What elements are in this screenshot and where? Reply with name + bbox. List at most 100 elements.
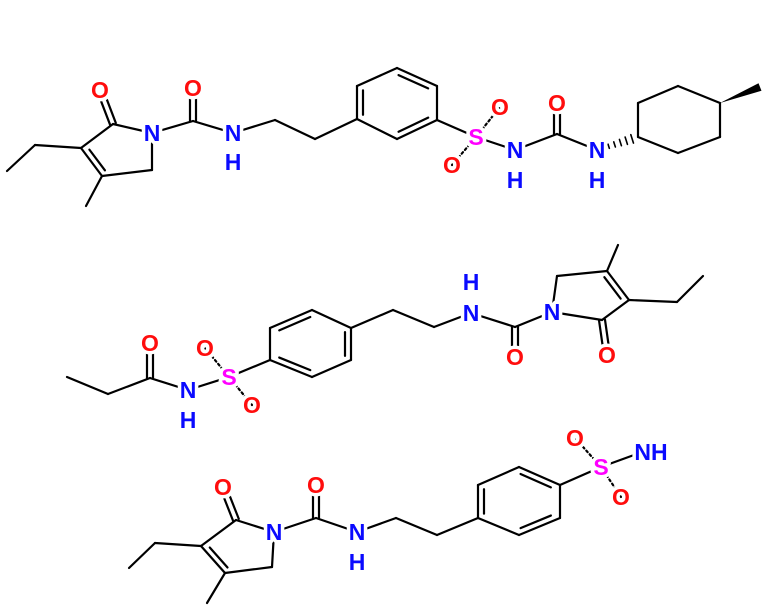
atom-nitrogen: N xyxy=(349,519,366,545)
single-bond xyxy=(310,358,353,379)
single-bond xyxy=(268,358,314,379)
sulfonyl-double-bond xyxy=(599,465,623,499)
atom-amine-nh: NH xyxy=(634,439,667,465)
single-bond xyxy=(627,298,679,304)
single-bond xyxy=(310,308,353,330)
double-bond xyxy=(96,89,112,127)
single-bond xyxy=(191,119,235,135)
atom-oxygen: O xyxy=(141,330,159,356)
atom-hydrogen: H xyxy=(225,149,242,175)
ring-double-bond xyxy=(88,148,107,172)
hashed-wedge-bond xyxy=(612,141,617,148)
atom-nitrogen: N xyxy=(507,137,524,163)
single-bond xyxy=(391,308,436,329)
single-bond xyxy=(313,117,359,141)
single-bond xyxy=(227,358,272,379)
single-bond xyxy=(223,565,274,575)
atom-nitrogen: N xyxy=(144,120,161,146)
atom-oxygen: O xyxy=(491,94,509,120)
single-bond xyxy=(435,118,478,139)
single-bond xyxy=(270,530,276,569)
atom-oxygen: O xyxy=(196,335,214,361)
ring-double-bond xyxy=(397,116,430,133)
single-bond xyxy=(432,311,473,329)
atom-hydrogen: H xyxy=(589,167,606,193)
ring-double-bond xyxy=(603,276,622,300)
ring-double-bond xyxy=(278,315,312,332)
single-bond xyxy=(555,132,599,152)
atom-oxygen: O xyxy=(598,342,616,368)
atom-sulfur: S xyxy=(593,454,608,480)
atom-nitrogen: N xyxy=(225,120,242,146)
hashed-wedge-bond xyxy=(630,133,635,144)
single-bond xyxy=(153,541,203,548)
single-bond xyxy=(600,298,631,322)
single-bond xyxy=(273,118,317,141)
hashed-wedge-bond xyxy=(607,143,611,150)
single-bond xyxy=(272,516,318,534)
atom-oxygen: O xyxy=(91,77,109,103)
double-bond xyxy=(101,87,117,125)
single-bond xyxy=(476,465,521,487)
single-bond xyxy=(676,84,722,105)
atom-oxygen: O xyxy=(506,344,524,370)
molecule-3-labels: O O N N H S O O NH xyxy=(211,422,672,579)
single-bond xyxy=(676,135,722,155)
atom-hydrogen: H xyxy=(463,269,480,295)
single-bond xyxy=(675,274,705,304)
atom-hydrogen: H xyxy=(349,549,366,575)
solid-wedge-bond xyxy=(720,83,762,103)
atom-oxygen: O xyxy=(243,392,261,418)
atom-hydrogen: H xyxy=(507,167,524,193)
single-bond xyxy=(355,66,399,88)
atom-hydrogen: H xyxy=(180,407,197,433)
single-bond xyxy=(111,122,154,135)
atom-nitrogen: N xyxy=(589,137,606,163)
single-bond xyxy=(558,465,603,487)
single-bond xyxy=(84,174,104,208)
atom-oxygen: O xyxy=(307,472,325,498)
single-bond xyxy=(79,122,115,150)
single-bond xyxy=(476,516,521,537)
single-bond xyxy=(268,308,314,330)
single-bond xyxy=(355,516,398,534)
hashed-wedge-bond xyxy=(624,136,629,146)
single-bond xyxy=(550,310,604,322)
sulfonyl-double-bond xyxy=(573,436,603,469)
atom-oxygen: O xyxy=(612,484,630,510)
single-bond xyxy=(106,376,152,396)
atom-oxygen: O xyxy=(214,474,232,500)
sulfonyl-double-bond xyxy=(227,375,254,407)
single-bond xyxy=(5,143,37,173)
single-bond xyxy=(79,146,104,178)
ring-double-bond xyxy=(519,514,552,530)
double-bond xyxy=(597,319,606,357)
single-bond xyxy=(636,84,680,105)
single-bond xyxy=(599,453,636,469)
bonds xyxy=(5,66,762,605)
atom-oxygen: O xyxy=(184,75,202,101)
single-bond xyxy=(517,465,562,487)
single-bond xyxy=(394,516,439,537)
single-bond xyxy=(100,168,154,178)
ring-double-bond xyxy=(397,73,430,90)
atom-sulfur: S xyxy=(221,364,236,390)
single-bond xyxy=(435,516,480,537)
double-bond xyxy=(224,484,240,521)
atom-nitrogen: N xyxy=(266,519,283,545)
single-bond xyxy=(469,311,517,329)
atom-oxygen: O xyxy=(566,425,584,451)
sulfonyl-double-bond xyxy=(203,346,231,379)
ring-double-bond xyxy=(278,356,312,372)
sulfonyl-double-bond xyxy=(474,105,502,139)
sulfonyl-double-bond xyxy=(450,135,478,167)
molecule-2-labels: O N H S O O H N O N O xyxy=(138,266,620,437)
single-bond xyxy=(148,376,190,392)
single-bond xyxy=(199,518,238,548)
atom-nitrogen: N xyxy=(180,377,197,403)
double-bond xyxy=(603,318,612,356)
atom-nitrogen: N xyxy=(544,299,561,325)
double-bond xyxy=(219,486,235,523)
single-bond xyxy=(605,269,631,302)
atom-sulfur: S xyxy=(468,124,483,150)
